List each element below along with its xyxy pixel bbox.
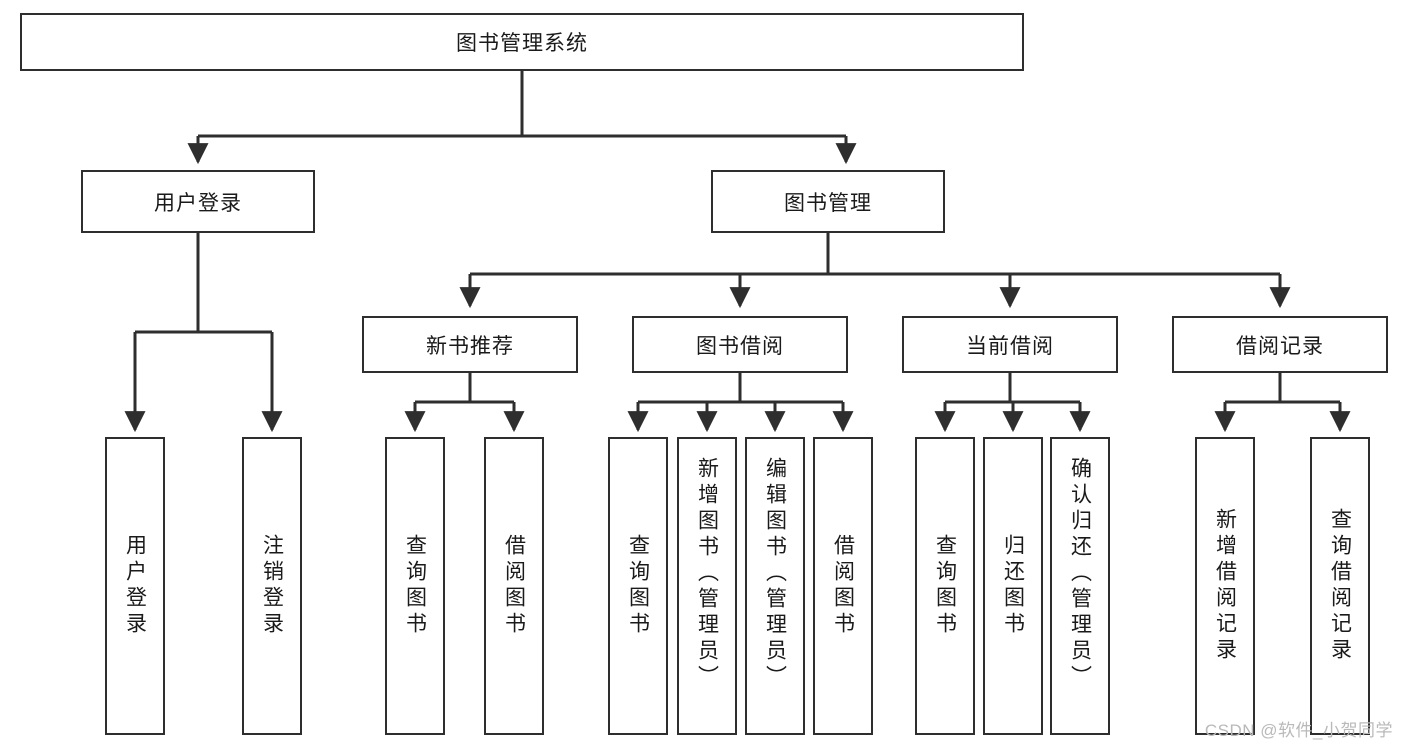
leaf-confirm-return-label: 确认归还（管理员）: [1068, 457, 1092, 691]
watermark-text: CSDN @软件_小贺同学: [1204, 721, 1393, 740]
node-new-book-recommend-label: 新书推荐: [426, 334, 514, 358]
leaf-add-record-label: 新增借阅记录: [1213, 508, 1237, 664]
node-book-borrow[interactable]: 图书借阅: [632, 316, 848, 373]
leaf-query-book-3-label: 查询图书: [933, 534, 957, 638]
leaf-user-logout-label: 注销登录: [260, 534, 284, 638]
leaf-user-login-label: 用户登录: [123, 534, 147, 638]
node-user-login[interactable]: 用户登录: [81, 170, 315, 233]
node-book-manage-label: 图书管理: [784, 191, 872, 215]
node-book-manage[interactable]: 图书管理: [711, 170, 945, 233]
leaf-query-record-label: 查询借阅记录: [1328, 508, 1352, 664]
leaf-query-book-2-label: 查询图书: [626, 534, 650, 638]
leaf-edit-book-label: 编辑图书（管理员）: [763, 457, 787, 691]
leaf-borrow-book-2-label: 借阅图书: [831, 534, 855, 638]
leaf-user-login[interactable]: 用户登录: [105, 437, 165, 735]
leaf-user-logout[interactable]: 注销登录: [242, 437, 302, 735]
node-current-borrow[interactable]: 当前借阅: [902, 316, 1118, 373]
node-book-borrow-label: 图书借阅: [696, 334, 784, 358]
leaf-borrow-book-1[interactable]: 借阅图书: [484, 437, 544, 735]
node-root-label: 图书管理系统: [456, 32, 588, 55]
leaf-add-book[interactable]: 新增图书（管理员）: [677, 437, 737, 735]
node-borrow-record[interactable]: 借阅记录: [1172, 316, 1388, 373]
leaf-query-book-2[interactable]: 查询图书: [608, 437, 668, 735]
node-user-login-label: 用户登录: [154, 191, 242, 215]
node-new-book-recommend[interactable]: 新书推荐: [362, 316, 578, 373]
node-root[interactable]: 图书管理系统: [20, 13, 1024, 71]
leaf-confirm-return[interactable]: 确认归还（管理员）: [1050, 437, 1110, 735]
leaf-edit-book[interactable]: 编辑图书（管理员）: [745, 437, 805, 735]
leaf-add-record[interactable]: 新增借阅记录: [1195, 437, 1255, 735]
leaf-query-record[interactable]: 查询借阅记录: [1310, 437, 1370, 735]
leaf-query-book-1[interactable]: 查询图书: [385, 437, 445, 735]
leaf-return-book-label: 归还图书: [1001, 534, 1025, 638]
leaf-borrow-book-2[interactable]: 借阅图书: [813, 437, 873, 735]
leaf-return-book[interactable]: 归还图书: [983, 437, 1043, 735]
leaf-borrow-book-1-label: 借阅图书: [502, 534, 526, 638]
node-borrow-record-label: 借阅记录: [1236, 334, 1324, 358]
leaf-add-book-label: 新增图书（管理员）: [695, 457, 719, 691]
leaf-query-book-1-label: 查询图书: [403, 534, 427, 638]
leaf-query-book-3[interactable]: 查询图书: [915, 437, 975, 735]
node-current-borrow-label: 当前借阅: [966, 334, 1054, 358]
